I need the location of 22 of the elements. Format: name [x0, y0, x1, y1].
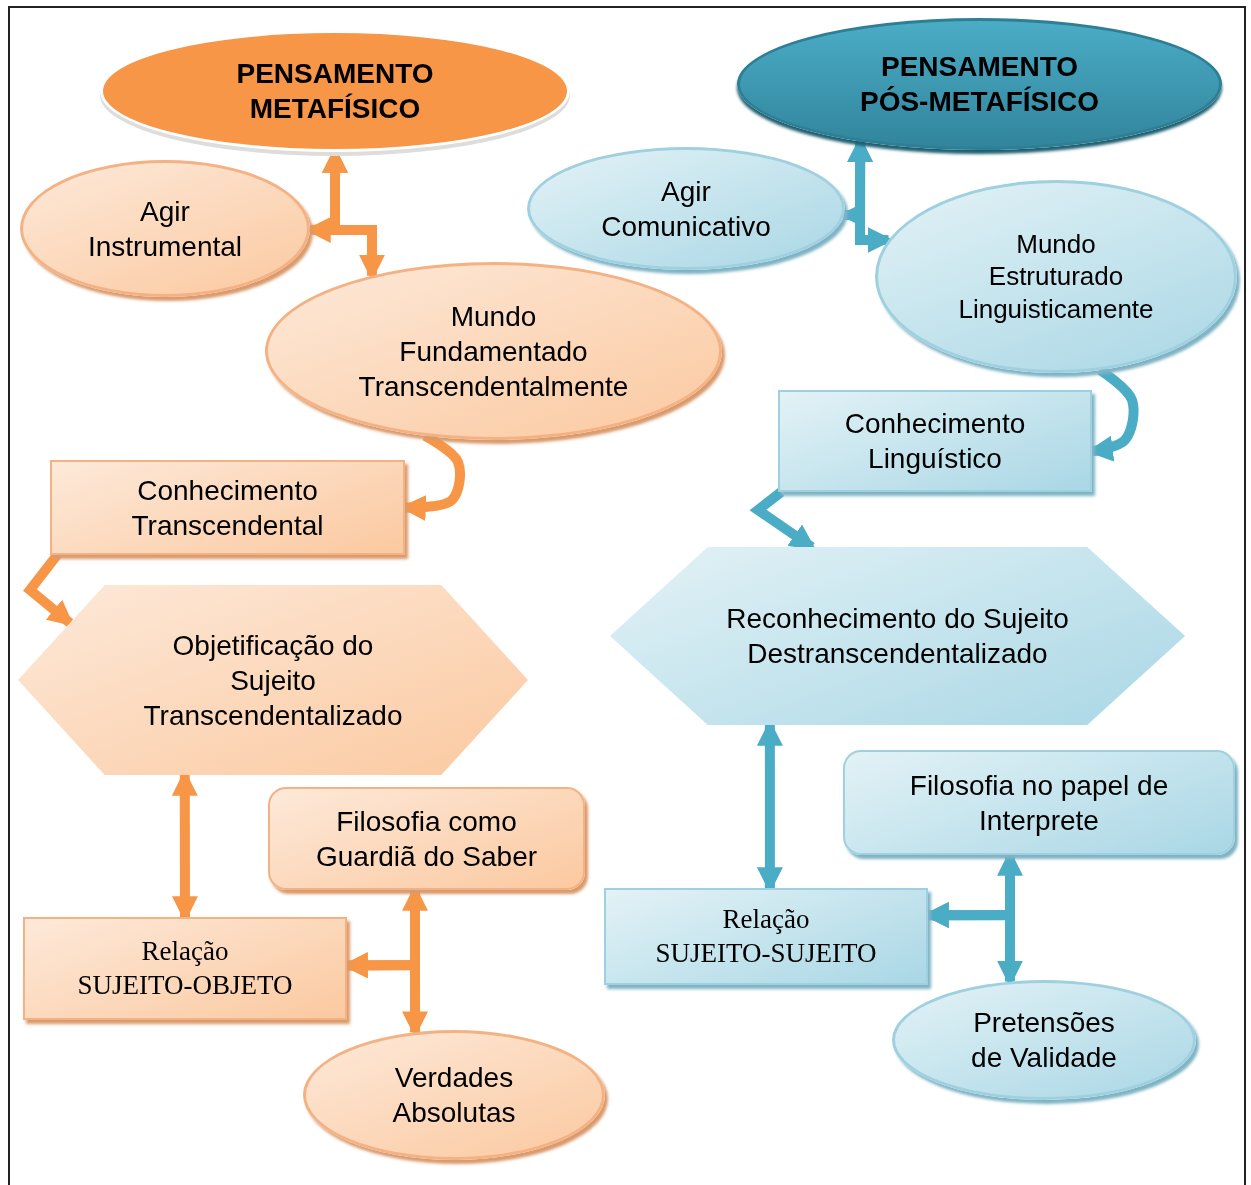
node-label: Filosofia no papel de Interprete: [908, 768, 1170, 838]
title-label: PENSAMENTO PÓS-METAFÍSICO: [858, 50, 1100, 119]
rectangle-node: [50, 460, 405, 555]
node-label: Mundo Estruturado Linguisticamente: [957, 227, 1155, 326]
node-label: Objetificação do Sujeito Transcendentalizado: [142, 628, 404, 733]
node-label: Verdades Absolutas: [391, 1061, 517, 1130]
node-label: Mundo Fundamentado Transcendentalmente: [358, 299, 629, 404]
node-label: Agir Instrumental: [86, 194, 244, 264]
rectangle-node: [23, 917, 347, 1020]
node-label: Relação SUJEITO-OBJETO: [76, 934, 294, 1002]
node-label: Conhecimento Linguístico: [843, 407, 1027, 476]
node-label: Filosofia como Guardiã do Saber: [314, 804, 539, 874]
rounded-box-node: [268, 787, 585, 890]
node-label: Conhecimento Transcendental: [130, 473, 325, 543]
node-label: Relação SUJEITO-SUJEITO: [654, 902, 878, 970]
rectangle-node: [604, 888, 928, 985]
rectangle-node: [778, 390, 1092, 492]
title-label: PENSAMENTO METAFÍSICO: [235, 57, 435, 126]
node-label: Pretensões de Validade: [970, 1006, 1118, 1075]
node-label: Agir Comunicativo: [600, 174, 772, 244]
rounded-box-node: [843, 750, 1235, 855]
node-label: Reconhecimento do Sujeito Destranscendentalizado: [725, 602, 1070, 671]
